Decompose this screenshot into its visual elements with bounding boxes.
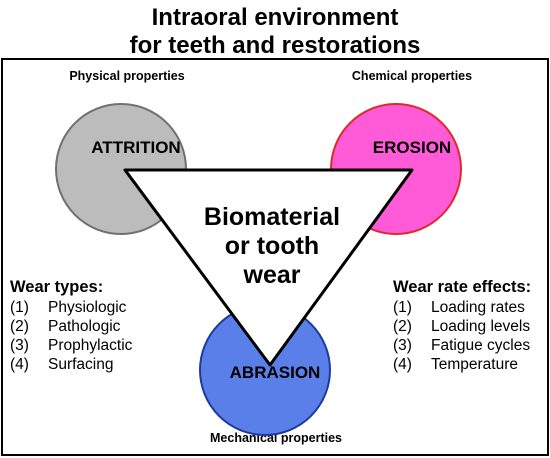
list-item: (3) Fatigue cycles xyxy=(393,336,548,355)
list-item-number: (2) xyxy=(393,318,412,335)
list-item: (2) Loading levels xyxy=(393,317,548,336)
erosion-label: EROSION xyxy=(373,138,451,157)
list-item-number: (1) xyxy=(393,299,412,316)
list-item-number: (4) xyxy=(10,356,29,373)
center-label-line-3: wear xyxy=(243,261,301,289)
list-item: (4) Surfacing xyxy=(10,355,200,374)
list-item-number: (2) xyxy=(10,318,29,335)
mechanical-properties-label: Mechanical properties xyxy=(210,431,342,445)
list-item-text: Pathologic xyxy=(48,318,121,335)
list-item-text: Loading levels xyxy=(431,318,531,335)
attrition-label: ATTRITION xyxy=(91,138,180,157)
list-item-text: Prophylactic xyxy=(48,337,133,354)
center-label-line-1: Biomaterial xyxy=(204,203,340,231)
wear-rate-effects-heading: Wear rate effects: xyxy=(393,278,532,296)
title-line-2: for teeth and restorations xyxy=(129,32,421,59)
list-item-text: Loading rates xyxy=(431,299,525,316)
list-item: (1) Physiologic xyxy=(10,298,200,317)
list-item-number: (3) xyxy=(393,337,412,354)
list-item-number: (4) xyxy=(393,356,412,373)
list-item-text: Fatigue cycles xyxy=(431,337,531,354)
chemical-properties-label: Chemical properties xyxy=(352,69,472,83)
abrasion-label: ABRASION xyxy=(230,363,321,382)
list-item: (3) Prophylactic xyxy=(10,336,200,355)
center-label-line-2: or tooth xyxy=(225,232,319,260)
wear-triangle xyxy=(123,168,414,367)
list-item-text: Physiologic xyxy=(48,299,127,316)
list-item: (4) Temperature xyxy=(393,355,548,374)
wear-types-heading: Wear types: xyxy=(10,278,104,296)
list-item: (2) Pathologic xyxy=(10,317,200,336)
list-item-text: Surfacing xyxy=(48,356,114,373)
wear-rate-effects-list: Wear rate effects: (1) Loading rates (2)… xyxy=(393,278,548,374)
list-item-text: Temperature xyxy=(431,356,519,373)
list-item: (1) Loading rates xyxy=(393,298,548,317)
list-item-number: (3) xyxy=(10,337,29,354)
frame-border xyxy=(1,58,549,456)
wear-types-list: Wear types: (1) Physiologic (2) Patholog… xyxy=(10,278,200,374)
physical-properties-label: Physical properties xyxy=(69,69,184,83)
title-line-1: Intraoral environment xyxy=(151,4,399,31)
list-item-number: (1) xyxy=(10,299,29,316)
